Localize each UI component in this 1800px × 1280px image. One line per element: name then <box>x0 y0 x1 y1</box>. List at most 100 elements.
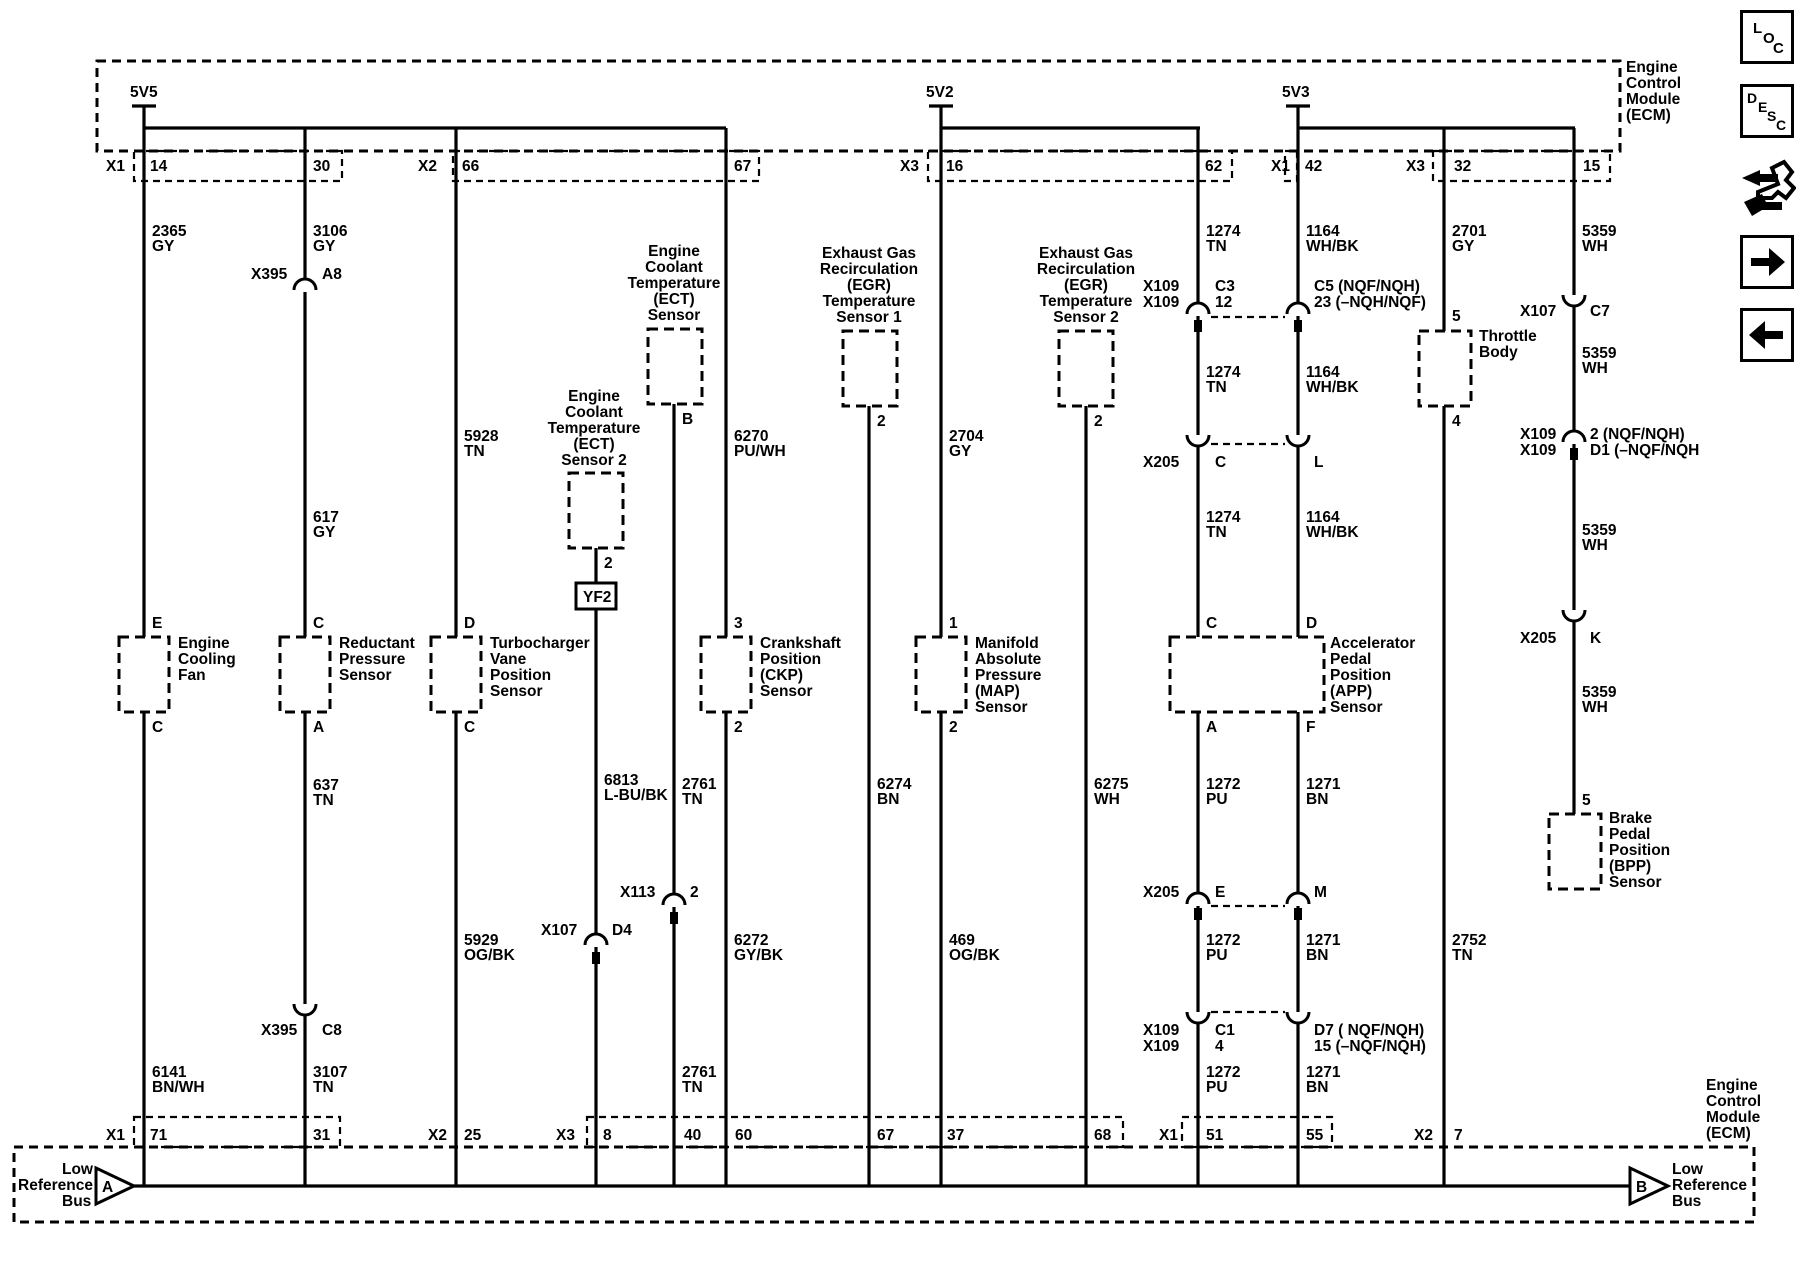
svg-text:PU: PU <box>1206 947 1228 964</box>
svg-text:X109: X109 <box>1143 1038 1180 1055</box>
svg-text:TN: TN <box>1206 524 1227 541</box>
next-button[interactable] <box>1740 235 1794 289</box>
ecm-top-module-outline <box>95 59 1622 153</box>
svg-text:1271: 1271 <box>1306 932 1341 949</box>
svg-text:30: 30 <box>313 158 330 175</box>
svg-text:GY/BK: GY/BK <box>734 947 784 964</box>
svg-text:5929: 5929 <box>464 932 499 949</box>
svg-text:L: L <box>1753 20 1762 37</box>
svg-text:6270: 6270 <box>734 428 768 445</box>
svg-text:D1 (–NQF/NQH: D1 (–NQF/NQH <box>1590 442 1699 459</box>
svg-text:Recirculation: Recirculation <box>1037 261 1135 278</box>
svg-text:X1: X1 <box>106 1127 125 1144</box>
svg-text:TN: TN <box>313 792 334 809</box>
svg-text:Turbocharger: Turbocharger <box>490 635 590 652</box>
svg-text:BN: BN <box>1306 947 1328 964</box>
svg-text:YF2: YF2 <box>583 589 611 606</box>
desc-icon: D E S C <box>1747 90 1786 133</box>
svg-text:B: B <box>682 411 693 428</box>
svg-text:1272: 1272 <box>1206 1064 1240 1081</box>
svg-text:32: 32 <box>1454 158 1471 175</box>
connector-wrench-button[interactable] <box>1738 158 1797 220</box>
svg-text:TN: TN <box>682 791 703 808</box>
svg-text:Accelerator: Accelerator <box>1330 635 1415 652</box>
fuse-yf2 <box>574 581 618 611</box>
svg-text:23 (–NQH/NQF): 23 (–NQH/NQF) <box>1314 294 1426 311</box>
svg-text:Vane: Vane <box>490 651 527 668</box>
svg-text:Position: Position <box>1330 667 1391 684</box>
svg-text:Crankshaft: Crankshaft <box>760 635 841 652</box>
circuit-egr-temperature-sensor-2: 2 Exhaust Gas Recirculation (EGR) Temper… <box>1037 245 1135 1186</box>
svg-text:6813: 6813 <box>604 772 639 789</box>
low-reference-bus: A B Low Reference Bus Low Reference Bus <box>18 1161 1747 1210</box>
svg-text:X205: X205 <box>1520 630 1557 647</box>
svg-text:5: 5 <box>1452 308 1461 325</box>
svg-text:X2: X2 <box>418 158 437 175</box>
desc-button[interactable]: D E S C <box>1740 84 1794 138</box>
svg-text:2: 2 <box>690 884 699 901</box>
svg-text:X205: X205 <box>1143 884 1180 901</box>
svg-text:1274: 1274 <box>1206 223 1241 240</box>
circuit-throttle-body: 5 4 Throttle Body 2701 GY 2752 TN <box>1417 128 1537 1186</box>
svg-text:C: C <box>152 719 163 736</box>
svg-text:Fan: Fan <box>178 667 206 684</box>
svg-text:M: M <box>1314 884 1327 901</box>
svg-text:X3: X3 <box>900 158 919 175</box>
svg-text:C5 (NQF/NQH): C5 (NQF/NQH) <box>1314 278 1420 295</box>
circuit-ect-sensor-2: YF2 2 Engine Coolant Temperature (ECT) S… <box>541 388 669 1186</box>
svg-text:1272: 1272 <box>1206 776 1240 793</box>
svg-text:12: 12 <box>1215 294 1232 311</box>
svg-text:(APP): (APP) <box>1330 683 1372 700</box>
previous-button[interactable] <box>1740 308 1794 362</box>
svg-text:5359: 5359 <box>1582 684 1617 701</box>
svg-text:(EGR): (EGR) <box>847 277 891 294</box>
svg-text:1274: 1274 <box>1206 364 1241 381</box>
svg-text:PU: PU <box>1206 1079 1228 1096</box>
svg-text:1164: 1164 <box>1306 509 1340 526</box>
svg-text:Cooling: Cooling <box>178 651 236 668</box>
svg-text:Position: Position <box>1609 842 1670 859</box>
svg-text:(ECT): (ECT) <box>653 291 694 308</box>
svg-text:5928: 5928 <box>464 428 499 445</box>
circuit-map-sensor: 1 2 Manifold Absolute Pressure (MAP) Sen… <box>914 128 1042 1186</box>
svg-text:5: 5 <box>1582 792 1591 809</box>
svg-text:TN: TN <box>1452 947 1473 964</box>
svg-text:71: 71 <box>150 1127 168 1144</box>
svg-text:4: 4 <box>1452 413 1461 430</box>
svg-text:40: 40 <box>684 1127 701 1144</box>
svg-text:5359: 5359 <box>1582 345 1617 362</box>
svg-text:(EGR): (EGR) <box>1064 277 1108 294</box>
connector-wrench-icon <box>1742 159 1797 216</box>
svg-text:67: 67 <box>734 158 751 175</box>
svg-text:Engine: Engine <box>1626 59 1678 76</box>
svg-text:C: C <box>1206 615 1217 632</box>
svg-text:Position: Position <box>490 667 551 684</box>
svg-text:Coolant: Coolant <box>645 259 703 276</box>
svg-text:GY: GY <box>313 524 336 541</box>
supply-buses <box>132 104 1575 130</box>
svg-text:6274: 6274 <box>877 776 912 793</box>
svg-text:X205: X205 <box>1143 454 1180 471</box>
svg-text:Reference: Reference <box>1672 1177 1747 1194</box>
svg-text:2704: 2704 <box>949 428 984 445</box>
circuit-ckp-sensor: 3 2 Crankshaft Position (CKP) Sensor 627… <box>699 128 841 1186</box>
svg-text:Module: Module <box>1626 91 1681 108</box>
svg-text:X109: X109 <box>1143 278 1180 295</box>
svg-text:Bus: Bus <box>62 1193 91 1210</box>
svg-text:Bus: Bus <box>1672 1193 1701 1210</box>
svg-text:Brake: Brake <box>1609 810 1652 827</box>
loc-button[interactable]: L O C <box>1740 10 1794 64</box>
svg-text:31: 31 <box>313 1127 331 1144</box>
svg-text:60: 60 <box>735 1127 752 1144</box>
svg-text:WH: WH <box>1582 699 1608 716</box>
svg-text:D7 ( NQF/NQH): D7 ( NQF/NQH) <box>1314 1022 1424 1039</box>
svg-text:62: 62 <box>1205 158 1222 175</box>
svg-text:C8: C8 <box>322 1022 342 1039</box>
svg-text:D4: D4 <box>612 922 632 939</box>
svg-text:X109: X109 <box>1143 1022 1180 1039</box>
svg-text:2761: 2761 <box>682 776 717 793</box>
svg-text:6272: 6272 <box>734 932 768 949</box>
svg-text:66: 66 <box>462 158 480 175</box>
svg-text:OG/BK: OG/BK <box>464 947 516 964</box>
svg-text:K: K <box>1590 630 1602 647</box>
